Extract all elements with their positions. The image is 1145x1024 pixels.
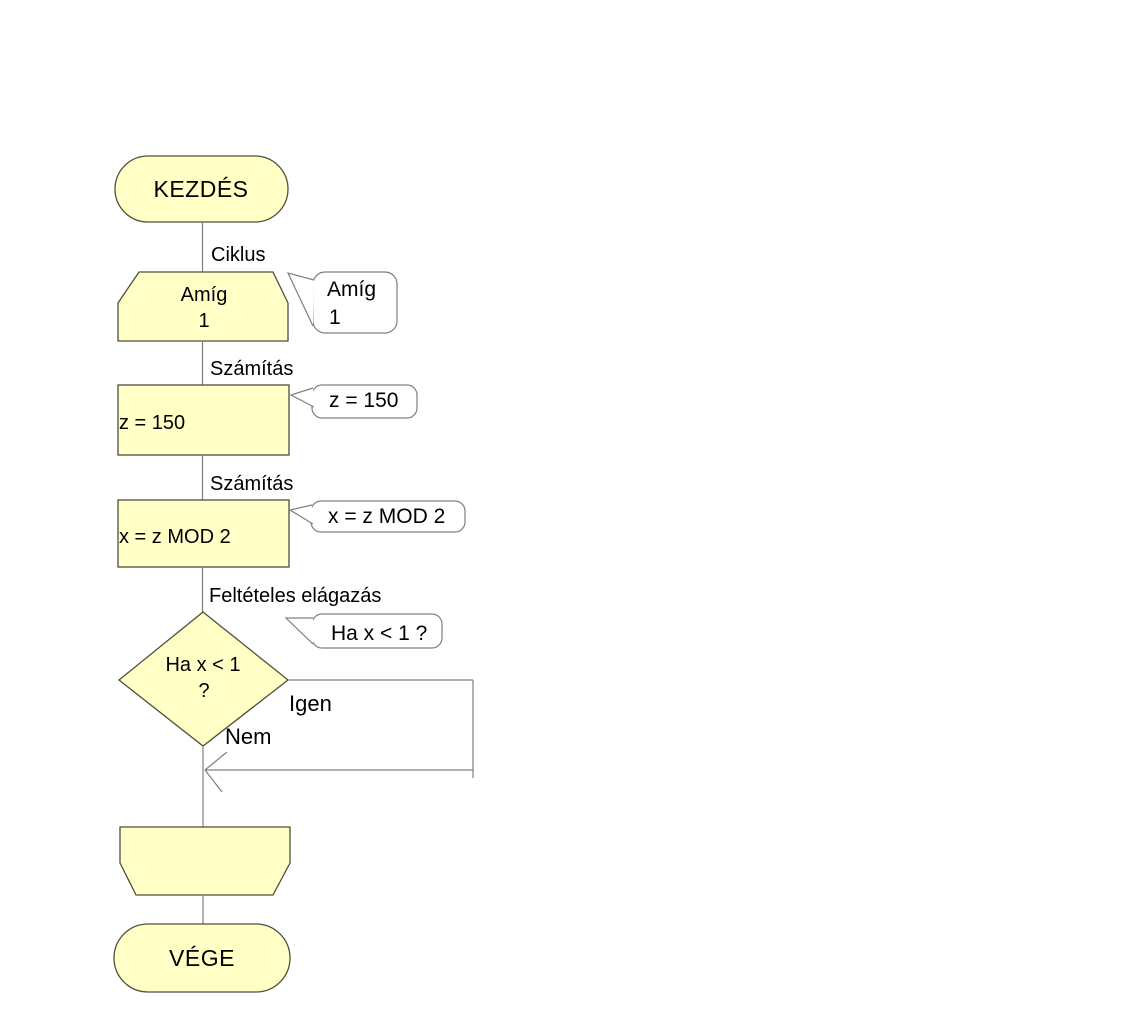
node-loop-start-label-line2: 1: [198, 310, 209, 332]
connector-yes-branch: [204, 679, 474, 793]
callout-decision: Ha x < 1 ?: [284, 613, 443, 649]
node-loop-end: [119, 826, 291, 896]
callout-z150-text: z = 150: [329, 389, 398, 412]
loop-return-arrowhead: [204, 751, 228, 793]
callout-loop-text-line1: Amíg: [327, 278, 376, 301]
node-loop-start: Amíg 1: [117, 271, 289, 342]
callout-xmod: x = z MOD 2: [288, 500, 466, 533]
node-process-z150-label: z = 150: [119, 412, 185, 434]
node-start-terminator: KEZDÉS: [114, 155, 289, 223]
edge-label-szamitas-1: Számítás: [210, 358, 293, 380]
callout-xmod-text: x = z MOD 2: [328, 505, 445, 528]
callout-decision-text: Ha x < 1 ?: [331, 622, 427, 645]
edge-label-ciklus: Ciklus: [211, 244, 265, 266]
node-process-z150: z = 150: [117, 384, 290, 456]
edge-label-feltetel: Feltételes elágazás: [209, 585, 381, 607]
node-decision-label-line1: Ha x < 1: [165, 654, 240, 676]
edge-label-igen: Igen: [289, 691, 332, 716]
callout-z150: z = 150: [289, 384, 418, 419]
node-process-xmod-label: x = z MOD 2: [119, 526, 231, 548]
node-start-label: KEZDÉS: [153, 176, 248, 202]
node-process-xmod: x = z MOD 2: [117, 499, 290, 568]
node-loop-start-label-line1: Amíg: [181, 284, 228, 306]
node-decision-label-line2: ?: [198, 680, 209, 702]
node-end-label: VÉGE: [169, 945, 235, 971]
callout-loop-text-line2: 1: [329, 306, 341, 329]
callout-loop: Amíg 1: [286, 271, 398, 334]
node-end-terminator: VÉGE: [113, 923, 291, 993]
edge-label-szamitas-2: Számítás: [210, 473, 293, 495]
edge-label-nem: Nem: [225, 724, 271, 749]
